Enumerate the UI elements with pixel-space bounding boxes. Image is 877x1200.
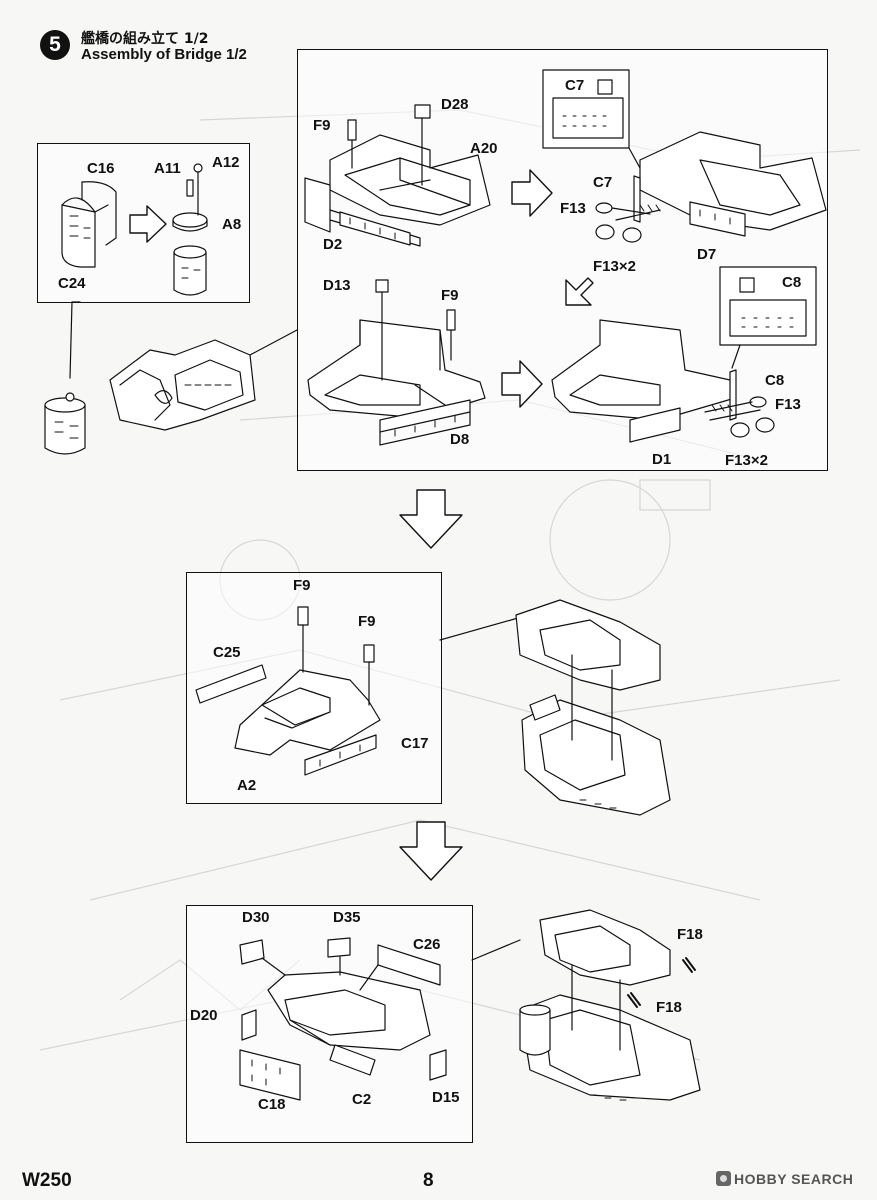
part-label-a2: A2 — [237, 777, 257, 794]
c8-detail-inset-drawing — [719, 266, 817, 369]
part-label-c18: C18 — [258, 1096, 286, 1113]
watermark-text: HOBBY SEARCH — [734, 1171, 854, 1187]
part-label-d8: D8 — [450, 431, 470, 448]
part-label-d28: D28 — [441, 96, 469, 113]
part-label-f18-mid: F18 — [656, 999, 682, 1016]
part-label-f13x2-top: F13×2 — [593, 258, 636, 275]
deck-a20-assembled-drawing — [595, 131, 827, 243]
part-label-d20: D20 — [190, 1007, 218, 1024]
bridge-mid-assembled-drawing — [515, 599, 671, 816]
part-label-d7: D7 — [697, 246, 717, 263]
part-label-f13-top: F13 — [560, 200, 586, 217]
part-label-f9-right: F9 — [358, 613, 376, 630]
part-label-c2: C2 — [352, 1091, 372, 1108]
turret-subassembly-drawing — [61, 163, 208, 296]
part-label-a20: A20 — [470, 140, 498, 157]
step-title-japanese: 艦橋の組み立て 1/2 — [81, 31, 209, 47]
part-label-f9-mid: F9 — [441, 287, 459, 304]
part-label-f9-left: F9 — [293, 577, 311, 594]
part-label-c25: C25 — [213, 644, 241, 661]
part-label-c17: C17 — [401, 735, 429, 752]
c7-detail-inset-drawing — [542, 69, 641, 169]
part-label-a12: A12 — [212, 154, 240, 171]
deck-a20-assembly-drawing — [304, 104, 491, 247]
part-label-c26: C26 — [413, 936, 441, 953]
part-label-d13: D13 — [323, 277, 351, 294]
deck-c2-assembly-drawing — [239, 937, 447, 1101]
part-label-c8: C8 — [765, 372, 785, 389]
part-label-f13x2-bottom: F13×2 — [725, 452, 768, 469]
model-code: W250 — [22, 1170, 72, 1191]
part-label-d2: D2 — [323, 236, 343, 253]
part-label-f9-top: F9 — [313, 117, 331, 134]
step-number-badge: 5 — [40, 30, 70, 60]
part-label-f13-bottom: F13 — [775, 396, 801, 413]
part-label-c16: C16 — [87, 160, 115, 177]
deck-d8-assembled-drawing — [551, 319, 775, 443]
part-label-a11: A11 — [154, 160, 181, 177]
deck-a2-assembly-drawing — [195, 606, 381, 776]
part-label-c8-inset: C8 — [782, 274, 802, 291]
bridge-lower-assembled-drawing — [519, 909, 701, 1101]
part-label-d35: D35 — [333, 909, 361, 926]
watermark: HOBBY SEARCH — [716, 1171, 853, 1187]
part-label-d15: D15 — [432, 1089, 460, 1106]
part-label-c24: C24 — [58, 275, 86, 292]
part-label-f18-top: F18 — [677, 926, 703, 943]
page-number: 8 — [423, 1170, 434, 1191]
step-title-english: Assembly of Bridge 1/2 — [81, 46, 247, 63]
deck-d8-assembly-drawing — [307, 279, 486, 446]
left-bridge-assembly-drawing — [44, 329, 298, 455]
part-label-c7-inset: C7 — [565, 77, 585, 94]
hobby-search-logo-icon — [716, 1171, 731, 1186]
part-label-c7: C7 — [593, 174, 613, 191]
part-label-d30: D30 — [242, 909, 270, 926]
part-label-d1: D1 — [652, 451, 672, 468]
part-label-a8: A8 — [222, 216, 242, 233]
